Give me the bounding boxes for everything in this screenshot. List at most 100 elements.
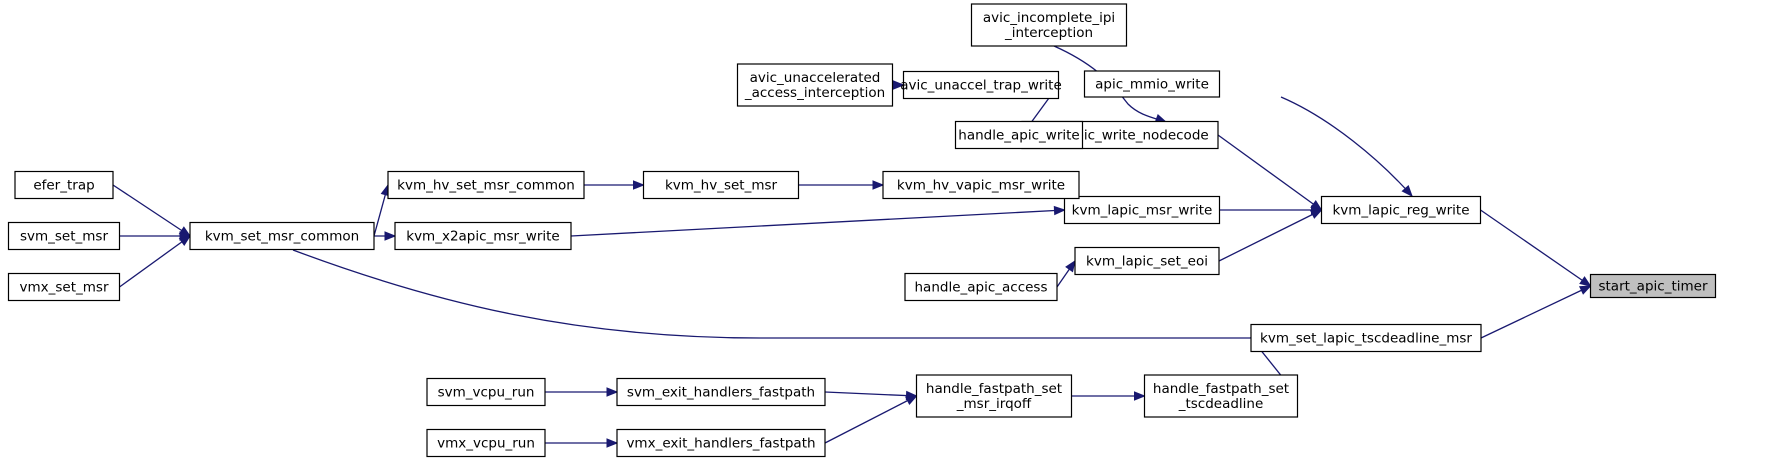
edge-kvm-hv-set-msr-to-kvm-hv-vapic-msr-write <box>798 180 885 190</box>
node-label: handle_fastpath_set <box>1153 381 1289 397</box>
arrowhead <box>1578 285 1592 295</box>
node-kvm-lapic-reg-write[interactable]: kvm_lapic_reg_write <box>1320 195 1482 225</box>
node-kvm-lapic-msr-write[interactable]: kvm_lapic_msr_write <box>1063 195 1221 225</box>
node-label: kvm_lapic_set_eoi <box>1086 254 1208 270</box>
node-handle-fastpath-set-tscdeadline[interactable]: handle_fastpath_set_tscdeadline <box>1143 374 1299 418</box>
node-kvm-x2apic-msr-write[interactable]: kvm_x2apic_msr_write <box>394 221 572 251</box>
node-box <box>7 272 121 302</box>
edge-line <box>570 209 1065 237</box>
node-kvm-hv-set-msr[interactable]: kvm_hv_set_msr <box>642 170 800 200</box>
edge-svm-exit-handlers-fastpath-to-handle-fastpath-set-msr-irqoff <box>824 390 918 401</box>
node-label: handle_apic_access <box>914 280 1047 296</box>
node-vmx-exit-handlers-fastpath[interactable]: vmx_exit_handlers_fastpath <box>616 428 826 458</box>
node-label: apic_mmio_write <box>1095 77 1209 93</box>
edge-kvm-lapic-set-eoi-to-kvm-lapic-reg-write <box>1218 209 1323 262</box>
edge-line <box>119 235 191 288</box>
edge-handle-apic-access-to-kvm-lapic-set-eoi <box>1056 259 1076 288</box>
node-label: svm_set_msr <box>20 229 108 245</box>
node-svm-vcpu-run[interactable]: svm_vcpu_run <box>426 377 546 407</box>
node-box <box>426 428 546 458</box>
node-kvm-set-msr-common[interactable]: kvm_set_msr_common <box>189 221 375 251</box>
edge-handle-fastpath-set-msr-irqoff-to-handle-fastpath-set-tscdeadline <box>1071 391 1146 401</box>
node-vmx-set-msr[interactable]: vmx_set_msr <box>7 272 121 302</box>
arrowhead <box>1053 205 1066 216</box>
edge-line <box>824 395 917 444</box>
node-kvm-hv-vapic-msr-write[interactable]: kvm_hv_vapic_msr_write <box>882 170 1080 200</box>
node-label: kvm_hv_set_msr_common <box>397 178 575 194</box>
node-avic-unaccelerated-access-interception[interactable]: avic_unaccelerated_access_interception <box>736 63 894 107</box>
arrowhead <box>1401 185 1413 198</box>
node-start-apic-timer[interactable]: start_apic_timer <box>1589 273 1717 299</box>
node-kvm-set-lapic-tscdeadline-msr[interactable]: kvm_set_lapic_tscdeadline_msr <box>1250 323 1482 353</box>
edge-line <box>824 391 917 397</box>
arrowhead <box>606 387 619 397</box>
node-box <box>14 170 114 200</box>
node-label: vmx_set_msr <box>20 280 109 296</box>
node-handle-fastpath-set-msr-irqoff[interactable]: handle_fastpath_set_msr_irqoff <box>915 374 1073 418</box>
node-avic-incomplete-ipi-interception[interactable]: avic_incomplete_ipi_interception <box>970 3 1128 47</box>
edge-kvm-apic-write-nodecode-to-kvm-lapic-reg-write <box>1217 134 1323 211</box>
node-svm-set-msr[interactable]: svm_set_msr <box>7 221 121 251</box>
node-handle-apic-write[interactable]: handle_apic_write <box>954 120 1084 150</box>
node-box <box>1074 246 1220 276</box>
edge-kvm-set-msr-common-to-kvm-hv-set-msr-common <box>373 183 390 237</box>
node-label: kvm_lapic_reg_write <box>1332 203 1469 219</box>
node-label: vmx_exit_handlers_fastpath <box>626 436 815 452</box>
node-box <box>387 170 585 200</box>
node-label: _interception <box>1004 25 1093 41</box>
node-label: handle_apic_write <box>958 128 1079 144</box>
edge-kvm-x2apic-msr-write-to-kvm-lapic-msr-write <box>570 205 1066 237</box>
edge-line <box>1280 96 1413 197</box>
nodes-layer: start_apic_timer kvm_lapic_reg_write kvm_s… <box>7 3 1717 458</box>
edge-line <box>1217 134 1322 211</box>
edge-avic-incomplete-ipi-interception-to-kvm-apic-write-nodecode <box>1053 45 1168 123</box>
edge-line <box>292 249 1364 339</box>
node-handle-apic-access[interactable]: handle_apic_access <box>904 272 1058 302</box>
node-box <box>7 221 121 251</box>
node-label: kvm_hv_vapic_msr_write <box>897 178 1065 194</box>
node-svm-exit-handlers-fastpath[interactable]: svm_exit_handlers_fastpath <box>616 377 826 407</box>
node-box <box>189 221 375 251</box>
edge-line <box>1480 209 1591 287</box>
node-kvm-lapic-set-eoi[interactable]: kvm_lapic_set_eoi <box>1074 246 1220 276</box>
node-avic-unaccel-trap-write[interactable]: avic_unaccel_trap_write <box>900 70 1062 100</box>
node-box <box>394 221 572 251</box>
node-label: avic_incomplete_ipi <box>983 10 1115 26</box>
edge-kvm-hv-set-msr-common-to-kvm-hv-set-msr <box>584 180 645 190</box>
node-label: avic_unaccelerated <box>750 70 881 86</box>
node-label: efer_trap <box>33 178 94 194</box>
node-box <box>1250 323 1482 353</box>
node-kvm-hv-set-msr-common[interactable]: kvm_hv_set_msr_common <box>387 170 585 200</box>
arrowhead <box>384 231 397 241</box>
node-box <box>954 120 1084 150</box>
arrowhead <box>904 395 918 406</box>
node-box <box>642 170 800 200</box>
arrowhead <box>633 180 645 190</box>
node-label: _tscdeadline <box>1178 396 1264 412</box>
arrowhead <box>1309 209 1323 219</box>
node-label: svm_vcpu_run <box>438 385 535 401</box>
node-apic-mmio-write[interactable]: apic_mmio_write <box>1083 70 1221 98</box>
node-box <box>736 63 894 107</box>
edge-kvm-set-lapic-tscdeadline-msr-to-start-apic-timer <box>1480 285 1592 339</box>
node-label: kvm_hv_set_msr <box>665 178 778 194</box>
arrowhead <box>1579 276 1592 287</box>
arrowhead <box>893 80 905 90</box>
edge-apic-mmio-write-to-kvm-lapic-reg-write <box>1280 96 1413 198</box>
node-label: kvm_set_msr_common <box>205 229 359 245</box>
node-label: start_apic_timer <box>1598 279 1707 295</box>
arrowhead <box>606 438 619 448</box>
node-label: svm_exit_handlers_fastpath <box>627 385 815 401</box>
node-vmx-vcpu-run[interactable]: vmx_vcpu_run <box>426 428 546 458</box>
node-box <box>1320 195 1482 225</box>
node-box <box>1143 374 1299 418</box>
node-label: kvm_set_lapic_tscdeadline_msr <box>1260 331 1472 347</box>
node-box <box>1589 273 1717 299</box>
arrowhead <box>872 180 885 190</box>
edge-vmx-exit-handlers-fastpath-to-handle-fastpath-set-msr-irqoff <box>824 395 918 444</box>
edge-line <box>1053 45 1167 123</box>
edge-kvm-lapic-reg-write-to-start-apic-timer <box>1480 209 1592 287</box>
node-efer-trap[interactable]: efer_trap <box>14 170 114 200</box>
edge-line <box>1480 285 1591 339</box>
arrowhead <box>1134 391 1146 401</box>
